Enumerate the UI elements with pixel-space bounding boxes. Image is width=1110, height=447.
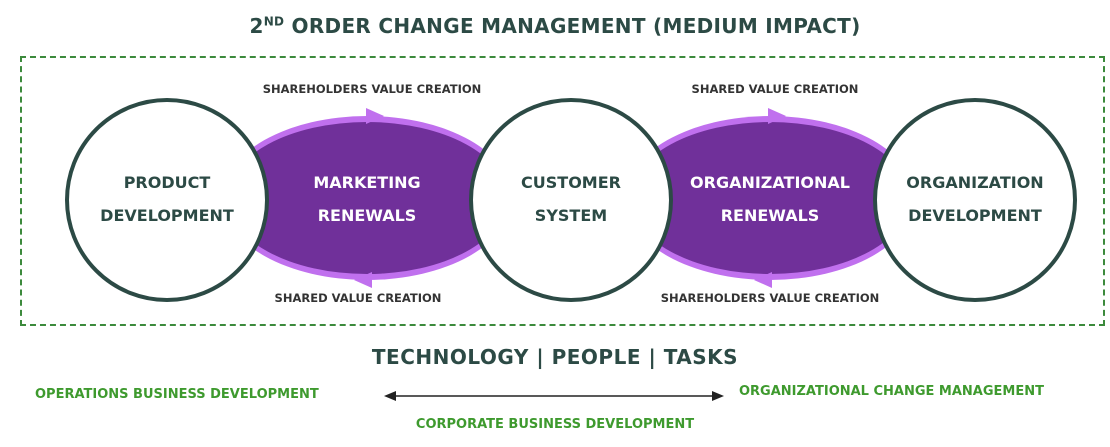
organizational-lens <box>630 122 910 274</box>
customer-system-circle <box>469 98 673 302</box>
product-development-label: PRODUCT DEVELOPMENT <box>100 173 234 225</box>
technology-people-tasks: TECHNOLOGY | PEOPLE | TASKS <box>371 345 739 369</box>
dashed-frame <box>20 56 1105 326</box>
arrow-left-icon <box>354 272 372 288</box>
diagram-title: 2ND ORDER CHANGE MANAGEMENT (MEDIUM IMPA… <box>249 14 861 38</box>
organizational-change-management: ORGANIZATIONAL CHANGE MANAGEMENT <box>739 384 1044 399</box>
arrow-right-icon <box>712 391 724 401</box>
flow-label-bottom-right: SHAREHOLDERS VALUE CREATION <box>660 291 880 305</box>
customer-system-label: CUSTOMER SYSTEM <box>521 173 621 225</box>
organization-development-circle <box>873 98 1077 302</box>
flow-label-bottom-left: SHARED VALUE CREATION <box>274 291 442 305</box>
arrow-left-icon <box>384 391 396 401</box>
arrow-right-icon <box>366 108 384 124</box>
marketing-lens <box>227 122 507 274</box>
corporate-business-development: CORPORATE BUSINESS DEVELOPMENT <box>415 417 695 432</box>
marketing-renewals-label: MARKETING RENEWALS <box>313 173 421 225</box>
product-development-circle <box>65 98 269 302</box>
arrow-left-icon <box>754 272 772 288</box>
flow-label-top-left: SHAREHOLDERS VALUE CREATION <box>262 82 482 96</box>
flow-label-top-right: SHARED VALUE CREATION <box>691 82 859 96</box>
organization-development-label: ORGANIZATION DEVELOPMENT <box>906 173 1044 225</box>
operations-business-development: OPERATIONS BUSINESS DEVELOPMENT <box>35 387 319 402</box>
organizational-renewals-label: ORGANIZATIONAL RENEWALS <box>690 173 850 225</box>
arrow-right-icon <box>768 108 786 124</box>
